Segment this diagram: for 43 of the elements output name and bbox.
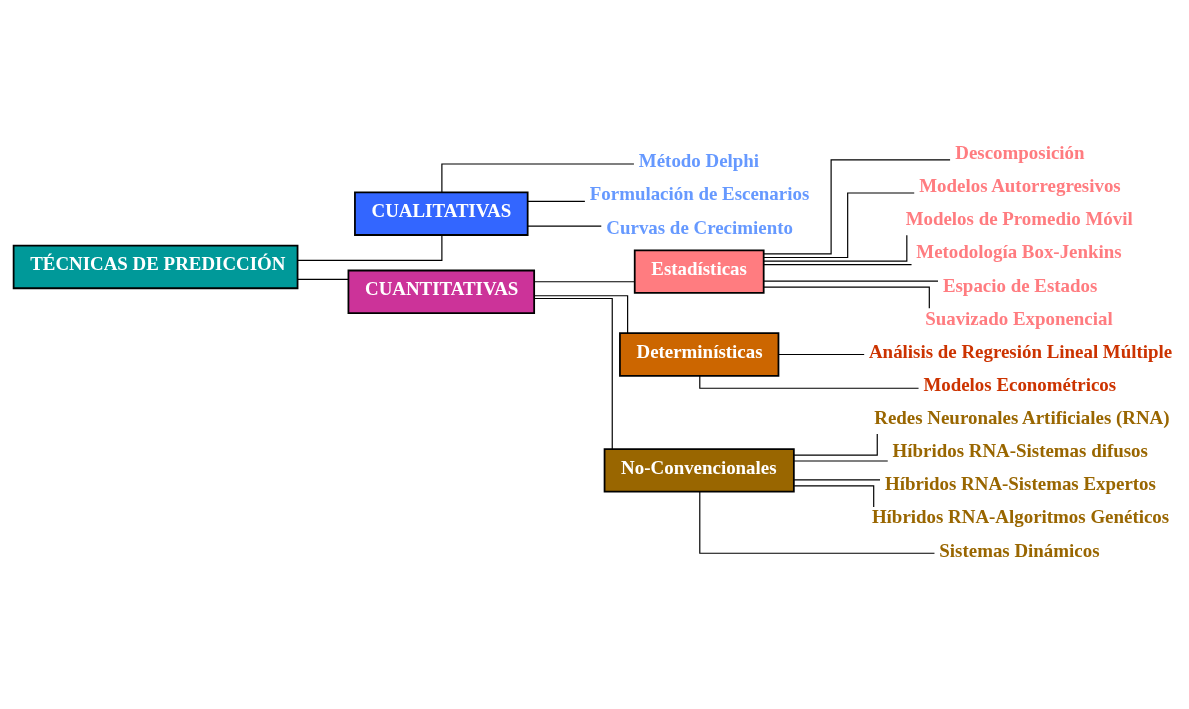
connector: [533, 295, 629, 334]
node-text: Híbridos RNA-Sistemas difusos: [892, 440, 1148, 462]
connector: [778, 353, 865, 356]
node-box: Estadísticas: [633, 249, 765, 294]
node-text: Híbridos RNA-Sistemas Expertos: [884, 473, 1156, 495]
connector: [297, 278, 349, 280]
node-text: Análisis de Regresión Lineal Múltiple: [868, 340, 1173, 362]
node-text: Descomposición: [955, 142, 1085, 164]
node-text: Híbridos RNA-Algoritmos Genéticos: [871, 506, 1170, 528]
connector: [763, 286, 930, 309]
connector: [763, 280, 939, 282]
node-text: Redes Neuronales Artificiales (RNA): [874, 407, 1170, 429]
connector: [793, 479, 881, 481]
connector: [527, 200, 586, 202]
connector: [793, 485, 875, 508]
connector: [763, 159, 951, 255]
node-text: Sistemas Dinámicos: [939, 539, 1100, 561]
connector: [441, 163, 635, 193]
node-text: Modelos de Promedio Móvil: [905, 208, 1133, 230]
node-text: Formulación de Escenarios: [589, 183, 810, 205]
node-text: Modelos Econométricos: [923, 373, 1117, 395]
node-box: Determinísticas: [619, 332, 780, 377]
node-text: Modelos Autorregresivos: [919, 175, 1121, 197]
connector: [533, 281, 636, 283]
node-box: No-Convencionales: [603, 448, 795, 493]
node-text: Curvas de Crecimiento: [606, 216, 793, 238]
node-text: Método Delphi: [638, 150, 760, 172]
connector: [533, 297, 613, 450]
node-box: CUALITATIVAS: [354, 191, 529, 236]
node-text: Espacio de Estados: [942, 274, 1098, 296]
node-text: Suavizado Exponencial: [925, 307, 1113, 329]
connector: [763, 264, 913, 266]
connector: [793, 460, 889, 462]
node-box: CUANTITATIVAS: [347, 269, 536, 314]
connector: [699, 491, 936, 554]
node-box: TÉCNICAS DE PREDICCIÓN: [12, 244, 299, 290]
connector: [763, 234, 908, 262]
connector: [793, 433, 878, 456]
connector: [527, 225, 602, 227]
connector: [763, 192, 915, 259]
connector: [297, 234, 443, 262]
node-text: Metodología Box-Jenkins: [916, 241, 1122, 263]
connector: [699, 375, 920, 389]
